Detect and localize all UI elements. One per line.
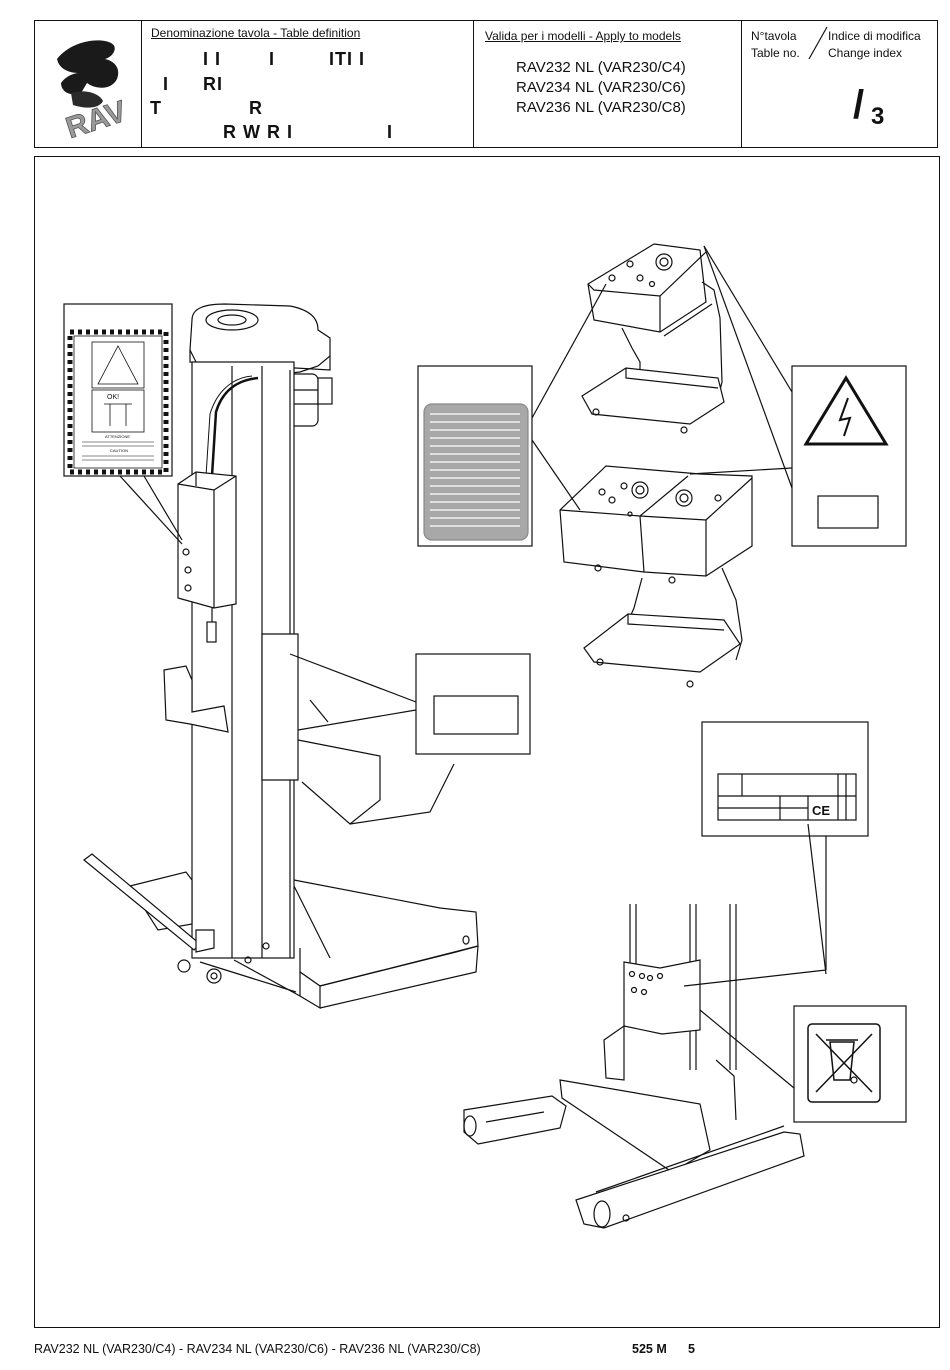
control-console-double	[559, 465, 753, 688]
caution-label: CAUTION	[110, 448, 128, 453]
footer-models: RAV232 NL (VAR230/C4) - RAV234 NL (VAR23…	[34, 1342, 481, 1356]
title-fragment: R	[249, 98, 263, 118]
rav-logo: RAV	[57, 40, 131, 139]
definition-heading: Denominazione tavola - Table definition	[151, 26, 361, 40]
table-no-it: N°tavola	[751, 29, 797, 43]
column-lift	[83, 303, 479, 1010]
table-no-en: Table no.	[751, 46, 800, 60]
title-fragment: T	[150, 98, 162, 118]
model-line: RAV236 NL (VAR230/C8)	[516, 99, 686, 116]
column-base	[463, 904, 805, 1229]
change-index-it: Indice di modifica	[828, 29, 921, 43]
title-fragment: I	[387, 122, 394, 142]
change-index-en: Change index	[828, 46, 903, 60]
footer-doc-code: 525 M	[632, 1342, 667, 1356]
model-line: RAV234 NL (VAR230/C6)	[516, 79, 686, 96]
models-heading: Valida per i modelli - Apply to models	[485, 29, 681, 43]
high-voltage-callout	[689, 245, 907, 547]
drawing-frame	[34, 156, 940, 1328]
title-fragment: R W R I	[223, 122, 293, 142]
title-fragment: I I	[203, 49, 222, 69]
carriage-label-callout	[289, 653, 531, 755]
ribbed-label-callout	[417, 283, 607, 547]
rating-plate-callout	[683, 721, 869, 987]
divider-slash	[808, 26, 828, 60]
title-fragment: I	[163, 74, 170, 94]
ce-mark: CE	[812, 803, 830, 818]
title-fragment: ITI I	[329, 49, 365, 69]
footer-page-number: 5	[688, 1342, 695, 1356]
model-line: RAV232 NL (VAR230/C4)	[516, 59, 686, 76]
table-slash: /	[853, 83, 865, 127]
warning-label-callout	[63, 303, 183, 545]
control-console-top	[581, 243, 725, 434]
title-fragment: I	[269, 49, 276, 69]
attention-label: ATTENZIONE	[105, 434, 130, 439]
title-block: RAV Denominazione tavola - Table definit…	[34, 20, 938, 148]
ok-label: OK!	[107, 394, 119, 401]
table-index: 3	[871, 103, 885, 130]
weee-callout	[699, 1005, 907, 1123]
title-fragment: RI	[203, 74, 223, 94]
